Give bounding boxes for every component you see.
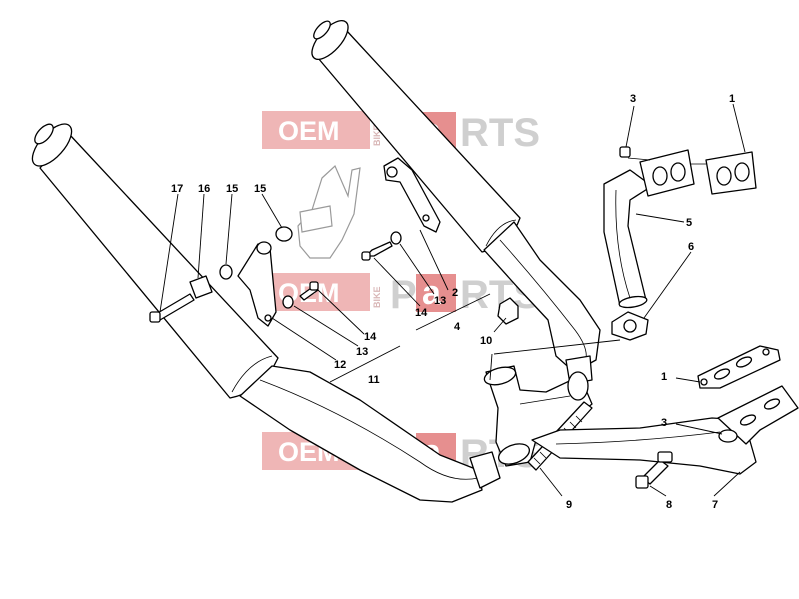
callout-10: 10 [480,335,492,347]
callout-12: 12 [334,359,346,371]
left-link-pipe [239,365,501,503]
callout-14-a: 14 [415,307,428,319]
callout-11: 11 [368,374,380,386]
callout-14-b: 14 [364,331,377,343]
pipe-clamp [611,311,649,341]
rubber-bush [497,297,519,325]
callout-3-bottom: 3 [661,417,667,429]
callout-5: 5 [686,217,692,229]
collector-y-piece [483,365,593,467]
front-header-pipe [531,385,799,475]
watermark-p-text: P [390,273,417,317]
watermark-bike-text: BIKE [372,286,382,308]
callout-labels: 3 1 5 6 17 16 15 15 2 13 14 4 10 14 13 1… [171,93,735,511]
bottom-fasteners [635,429,738,489]
watermark-bike-text: BIKE [372,124,382,146]
frame-bracket-ghost [297,164,361,259]
callout-2: 2 [452,287,458,299]
watermark-rts-text: RTS [460,111,540,155]
callout-17: 17 [171,183,183,195]
callout-15-a: 15 [226,183,238,195]
callout-9: 9 [566,499,572,511]
callout-4: 4 [454,321,461,333]
rear-header-pipe [603,169,653,309]
callout-1-bottom: 1 [661,371,667,383]
left-silencer [31,123,279,399]
right-bracket-assembly [361,157,441,261]
callout-1-top: 3 [630,93,636,105]
callout-13-b: 13 [356,346,368,358]
top-flanges [619,146,757,197]
left-bracket-assembly [149,226,319,327]
callout-7: 7 [712,499,718,511]
callout-8: 8 [666,499,672,511]
leader-lines [159,103,746,497]
callout-16: 16 [198,183,210,195]
watermark-oem-text: OEM [278,116,340,146]
bottom-flange [697,345,781,389]
callout-3-top: 1 [729,93,735,105]
right-silencer [311,20,521,253]
group-marks [329,293,491,383]
callout-15-b: 15 [254,183,266,195]
callout-6: 6 [688,241,694,253]
callout-13-a: 13 [434,295,446,307]
